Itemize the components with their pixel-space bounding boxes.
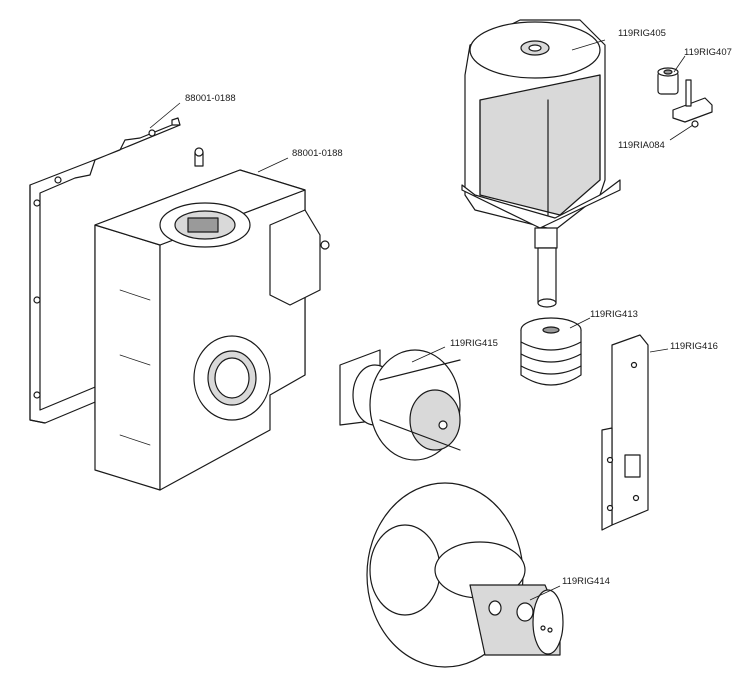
leader-motor (571, 39, 606, 51)
motor-part (461, 19, 621, 308)
label-worm-gear: 119RIG413 (590, 309, 638, 320)
label-switch-bracket: 119RIG416 (670, 341, 718, 352)
leader-gasket (149, 102, 181, 129)
leader-pinion (411, 346, 446, 363)
gasket-part (29, 117, 181, 424)
label-housing: 88001-0188 (292, 148, 343, 159)
label-motor: 119RIG405 (618, 28, 666, 39)
pinion-gear-part (339, 349, 461, 461)
leader-knob (673, 55, 686, 73)
switch-bracket-part (601, 334, 649, 531)
main-gear-shaft-part (366, 482, 564, 668)
label-small-bracket: 119RIA084 (618, 140, 665, 151)
leader-main-gear (529, 585, 561, 601)
label-pinion-gear: 119RIG415 (450, 338, 498, 349)
leader-switch (649, 348, 669, 353)
leader-worm (569, 317, 591, 329)
label-knob: 119RIG407 (684, 47, 732, 58)
knob-part (657, 67, 679, 95)
worm-gear-part (520, 317, 582, 386)
label-main-gear-shaft: 119RIG414 (562, 576, 610, 587)
leader-housing (257, 157, 289, 173)
small-bracket-part (672, 79, 713, 128)
leader-small-bracket (669, 124, 694, 141)
gearbox-housing-part (94, 147, 330, 491)
label-gasket: 88001-0188 (185, 93, 236, 104)
